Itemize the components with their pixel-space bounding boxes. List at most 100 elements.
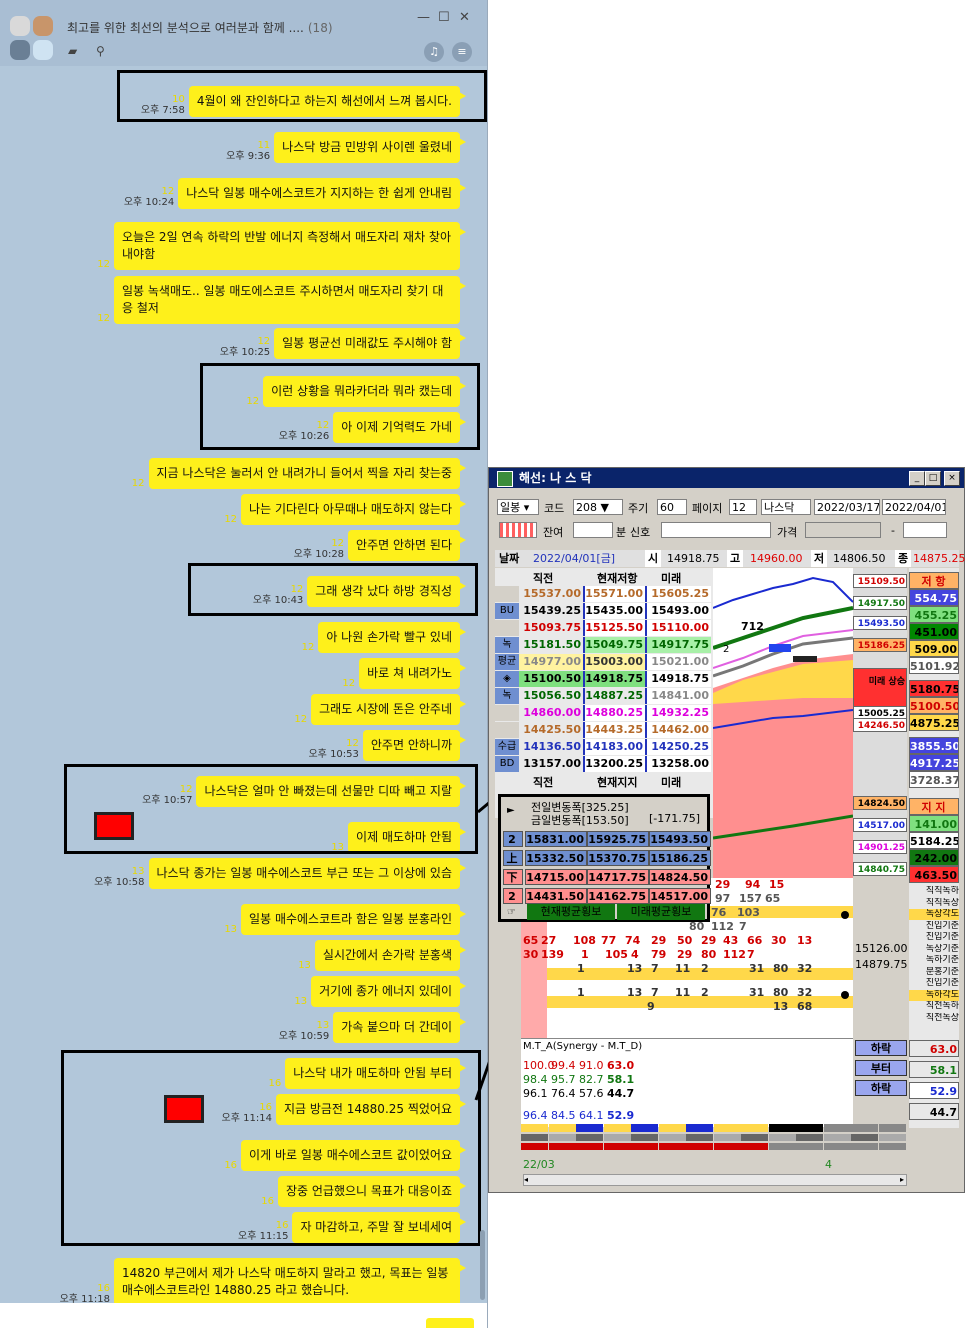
send-button[interactable] bbox=[426, 1318, 474, 1328]
input-area[interactable] bbox=[0, 1303, 487, 1328]
indicator-button[interactable]: 하락 bbox=[855, 1080, 907, 1096]
signal-input[interactable] bbox=[661, 522, 771, 538]
message-bubble[interactable]: 안주면 안하니까 bbox=[362, 730, 467, 761]
member-avatar[interactable] bbox=[33, 40, 53, 60]
message-bubble[interactable]: 장중 언급했으니 목표가 대응이죠 bbox=[277, 1176, 467, 1207]
message-bubble[interactable]: 그래 생각 났다 하방 경직성 bbox=[307, 576, 466, 607]
cycle-input[interactable]: 60 bbox=[657, 499, 687, 515]
message-bubble[interactable]: 나는 기다린다 아무때나 매도하지 않는다 bbox=[241, 494, 466, 525]
date-from-input[interactable]: 2022/03/17 bbox=[814, 499, 880, 515]
message-bubble[interactable]: 오늘은 2일 연속 하락의 반발 에너지 측정해서 매도자리 재차 찾아내야함 bbox=[114, 222, 466, 270]
signal-cell bbox=[631, 1134, 658, 1141]
close-icon[interactable]: × bbox=[944, 471, 960, 486]
volume-number: 32 bbox=[797, 986, 813, 999]
message-bubble[interactable]: 가속 붙으마 더 간데이 bbox=[333, 1012, 466, 1043]
message-bubble[interactable]: 4월이 왜 잔인하다고 하는지 해선에서 느껴 봅시다. bbox=[188, 86, 467, 117]
signal-cell bbox=[521, 1124, 548, 1132]
search-icon[interactable]: ⚲ bbox=[96, 44, 105, 58]
message-bubble[interactable]: 일봉 녹색매도.. 일봉 매도에스코트 주시하면서 매도자리 찾기 대응 철저 bbox=[114, 276, 466, 324]
signal-cell bbox=[768, 1134, 796, 1141]
message-bubble[interactable]: 일봉 평균선 미래값도 주시해야 함 bbox=[274, 328, 466, 359]
date-to-input[interactable]: 2022/04/01 bbox=[882, 499, 946, 515]
message-bubble[interactable]: 나스닥 일봉 매수에스코트가 지지하는 한 쉽게 안내림 bbox=[178, 178, 466, 209]
scroll-bar[interactable] bbox=[480, 1230, 485, 1300]
indicator-button[interactable]: 부터 bbox=[855, 1060, 907, 1076]
current-average-button[interactable]: 현재평균횡보 bbox=[527, 904, 615, 920]
maximize-icon[interactable]: □ bbox=[925, 471, 941, 486]
indicator-button[interactable]: 하락 bbox=[855, 1040, 907, 1056]
message-bubble[interactable]: 자 마감하고, 주말 잘 보네세여 bbox=[292, 1212, 466, 1243]
page-input[interactable]: 12 bbox=[729, 499, 757, 515]
member-avatar[interactable] bbox=[33, 16, 53, 36]
horizontal-scrollbar[interactable]: ◂▸ bbox=[523, 1174, 907, 1186]
indicator-value: 44.7 bbox=[909, 1103, 959, 1120]
price-chart[interactable]: 712 2 bbox=[713, 568, 853, 878]
message-bubble[interactable]: 지금 방금전 14880.25 찍었어요 bbox=[275, 1094, 467, 1125]
message-bubble[interactable]: 나스닥 방금 민방위 사이렌 울렸네 bbox=[274, 132, 466, 163]
maximize-icon[interactable]: ☐ bbox=[438, 10, 450, 25]
member-avatar[interactable] bbox=[10, 40, 30, 60]
symbol-input[interactable]: 나스닥 bbox=[761, 499, 811, 515]
menu-icon[interactable]: ≡ bbox=[452, 42, 472, 62]
price-input-2[interactable] bbox=[903, 522, 947, 538]
message-bubble[interactable]: 나스닥은 얼마 안 빠졌는데 선물만 디따 빼고 지랄 bbox=[196, 776, 466, 807]
future-average-button[interactable]: 미래평균횡보 bbox=[617, 904, 705, 920]
minimize-icon[interactable]: _ bbox=[909, 471, 925, 486]
message-bubble[interactable]: 그래도 시장에 돈은 안주네 bbox=[311, 694, 466, 725]
message-bubble[interactable]: 일봉 매수에스코트라 함은 일봉 분홍라인 bbox=[241, 904, 466, 935]
minimize-icon[interactable]: — bbox=[417, 10, 430, 25]
message-bubble[interactable]: 이게 바로 일봉 매수에스코트 값이었어요 bbox=[241, 1140, 466, 1171]
message-bubble[interactable]: 실시간에서 손가락 분홍색 bbox=[314, 940, 467, 971]
message-bubble[interactable]: 아 나원 손가락 빨구 있네 bbox=[318, 622, 466, 653]
message-bubble[interactable]: 이제 매도하마 안됨 bbox=[348, 822, 466, 853]
message-bubble[interactable]: 14820 부근에서 제가 나스닥 매도하지 말라고 했고, 목표는 일봉 매수… bbox=[114, 1258, 466, 1306]
remain-input[interactable] bbox=[573, 522, 613, 538]
message-bubble[interactable]: 나스닥 종가는 일봉 매수에스코트 부근 또는 그 이상에 있슴 bbox=[148, 858, 467, 889]
notification-bell-icon[interactable]: ♫ bbox=[424, 42, 444, 62]
message-bubble[interactable]: 나스닥 내가 매도하마 안됨 부터 bbox=[285, 1058, 466, 1089]
period-select[interactable]: 일봉 ▾ bbox=[497, 499, 539, 515]
signal-cell bbox=[548, 1143, 576, 1150]
price-input[interactable] bbox=[805, 522, 881, 538]
member-avatar[interactable] bbox=[10, 16, 30, 36]
message-bubble[interactable]: 거기에 종가 에너지 있데이 bbox=[311, 976, 466, 1007]
message-bubble[interactable]: 바로 쳐 내려가노 bbox=[359, 658, 466, 689]
message-bubble[interactable]: 아 이제 기억력도 가네 bbox=[333, 412, 466, 443]
close-icon[interactable]: ✕ bbox=[459, 10, 470, 25]
code-input[interactable]: 208 ▼ bbox=[573, 499, 623, 515]
message-bubble[interactable]: 이런 상황을 뭐라카더라 뭐라 캤는데 bbox=[263, 376, 466, 407]
message-bubble[interactable]: 지금 나스닥은 눌러서 안 내려가니 들어서 찍을 자리 찾는중 bbox=[148, 458, 467, 489]
message-bubble[interactable]: 안주면 안하면 된다 bbox=[348, 530, 466, 561]
color-swatch[interactable] bbox=[499, 522, 537, 538]
drawer-icon[interactable]: ▰ bbox=[68, 44, 78, 58]
